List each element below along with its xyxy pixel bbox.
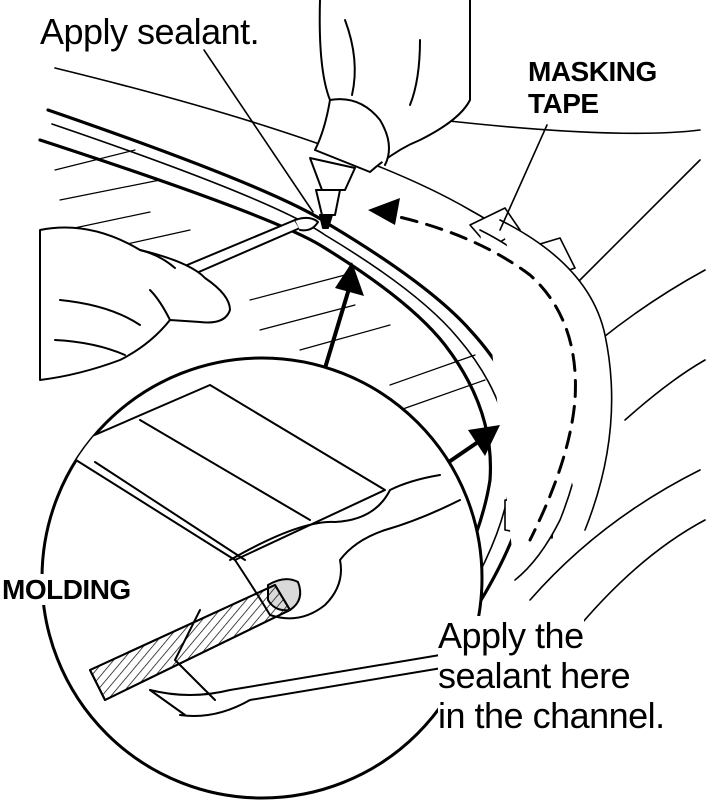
direction-arrowhead (368, 198, 400, 225)
apply-sealant-label: Apply sealant. (40, 11, 260, 52)
masking-tape-label-line1: MASKING (528, 56, 657, 87)
sealant-tube (309, 157, 356, 229)
channel-label-line1: Apply the (438, 615, 584, 656)
spatula-tool (179, 216, 319, 279)
detail-view (40, 356, 484, 800)
masking-tape-strips (469, 207, 613, 581)
masking-tape-label-line2: TAPE (528, 88, 599, 119)
channel-label-line2: sealant here (438, 655, 631, 696)
hand-left (39, 226, 231, 381)
tape-dashed-guide (374, 210, 577, 542)
hand-top (314, 0, 471, 173)
channel-label-line3: in the channel. (438, 695, 665, 736)
molding-label: MOLDING (2, 574, 135, 605)
